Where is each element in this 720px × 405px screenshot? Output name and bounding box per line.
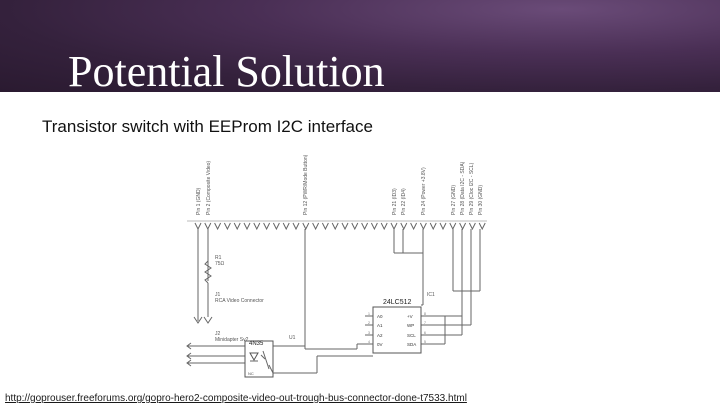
pin-arrow [341,222,349,231]
resistor-r1: R1 75Ω [204,255,225,311]
pin-arrow [390,222,398,231]
eeprom-pin-number: 8 [424,312,426,316]
r1-value: 75Ω [215,261,225,267]
eeprom-pin-number: 2 [368,321,370,325]
pin-label: Pin 12 (PWR/Mode Button) [303,154,309,215]
pin-arrow [459,222,467,231]
circuit-schematic: Pin 1 (GND) Pin 2 (Composite Video) Pin … [177,141,492,390]
eeprom-pin-number: 4 [368,340,370,344]
eeprom-pin-number: 1 [368,312,370,316]
pin-arrow [400,222,408,231]
eeprom-pin-label: SCL [407,333,416,338]
pin-arrow [194,222,202,231]
eeprom-pin-label: +V [407,314,413,319]
optocoupler-4n35: 4N35 NC [244,340,274,378]
pin-arrow [370,222,378,231]
j2-desc: Minidapter Sv2 [215,337,249,343]
optocoupler-label: 4N35 [249,341,264,347]
pin-label: Pin 2 (Composite Video) [206,161,212,215]
pin-arrow [351,222,359,231]
u1-label: U1 [289,335,296,341]
r1-label: R1 [215,255,222,261]
pin-arrow [312,222,320,231]
rca-connector-j1: J1 RCA Video Connector [193,292,264,324]
eeprom-pin-number: 3 [368,331,370,335]
eeprom-pin-label: A2 [377,333,383,338]
pin-arrow [321,222,329,231]
pin-arrow [243,222,251,231]
eeprom-pin-label: 0V [377,342,383,347]
eeprom-label: 24LC512 [383,299,412,306]
pin-arrow [223,222,231,231]
j2-arrows [186,342,192,367]
pin-label: Pin 24 (Power +3.8V) [421,167,427,215]
eeprom-pin-number: 7 [424,321,426,325]
pin-label: Pin 21 (ID3) [392,188,398,215]
pin-arrow [263,222,271,231]
eeprom-pin-label: WP [407,323,414,328]
pin-arrow [282,222,290,231]
pin-label: Pin 27 (GND) [451,185,457,215]
pin-arrow [468,222,476,231]
eeprom-pin-number: 5 [424,340,426,344]
j1-desc: RCA Video Connector [215,298,264,304]
slide-title: Potential Solution [68,47,385,92]
pin-arrow [429,222,437,231]
pin-label: Pin 28 (Data I2C - SDA) [460,161,466,215]
pin-label: Pin 30 (GND) [478,185,484,215]
eeprom-pin-label: SDA [407,342,416,347]
pin-arrow [410,222,418,231]
pin-arrow [439,222,447,231]
pin-label: Pin 22 (ID4) [401,188,407,215]
pin-label: Pin 1 (GND) [196,187,202,215]
j2-label: J2 [215,331,221,337]
eeprom-pin-label: A1 [377,323,383,328]
pin-arrow [449,222,457,231]
pin-arrow [292,222,300,231]
pin-arrow [233,222,241,231]
pin-arrow [361,222,369,231]
pin-arrow [302,222,310,231]
pin-arrow [380,222,388,231]
j1-label: J1 [215,292,221,298]
pin-arrow [478,222,486,231]
source-link[interactable]: http://goprouser.freeforums.org/gopro-he… [5,393,467,404]
pin-arrow [204,222,212,231]
slide-subtitle: Transistor switch with EEProm I2C interf… [42,117,373,136]
ic1-label: IC1 [427,292,435,298]
pin-arrow [214,222,222,231]
pin-label: Pin 29 (Cloc I2C - SCL) [469,162,475,215]
pin-arrow [272,222,280,231]
connector-pins [187,220,487,231]
pin-arrow [419,222,427,231]
nc-label: NC [248,371,254,376]
pin-arrow [331,222,339,231]
title-banner: Potential Solution [0,0,720,92]
eeprom-pin-number: 6 [424,331,426,335]
eeprom-pin-label: A0 [377,314,383,319]
pin-arrow [253,222,261,231]
